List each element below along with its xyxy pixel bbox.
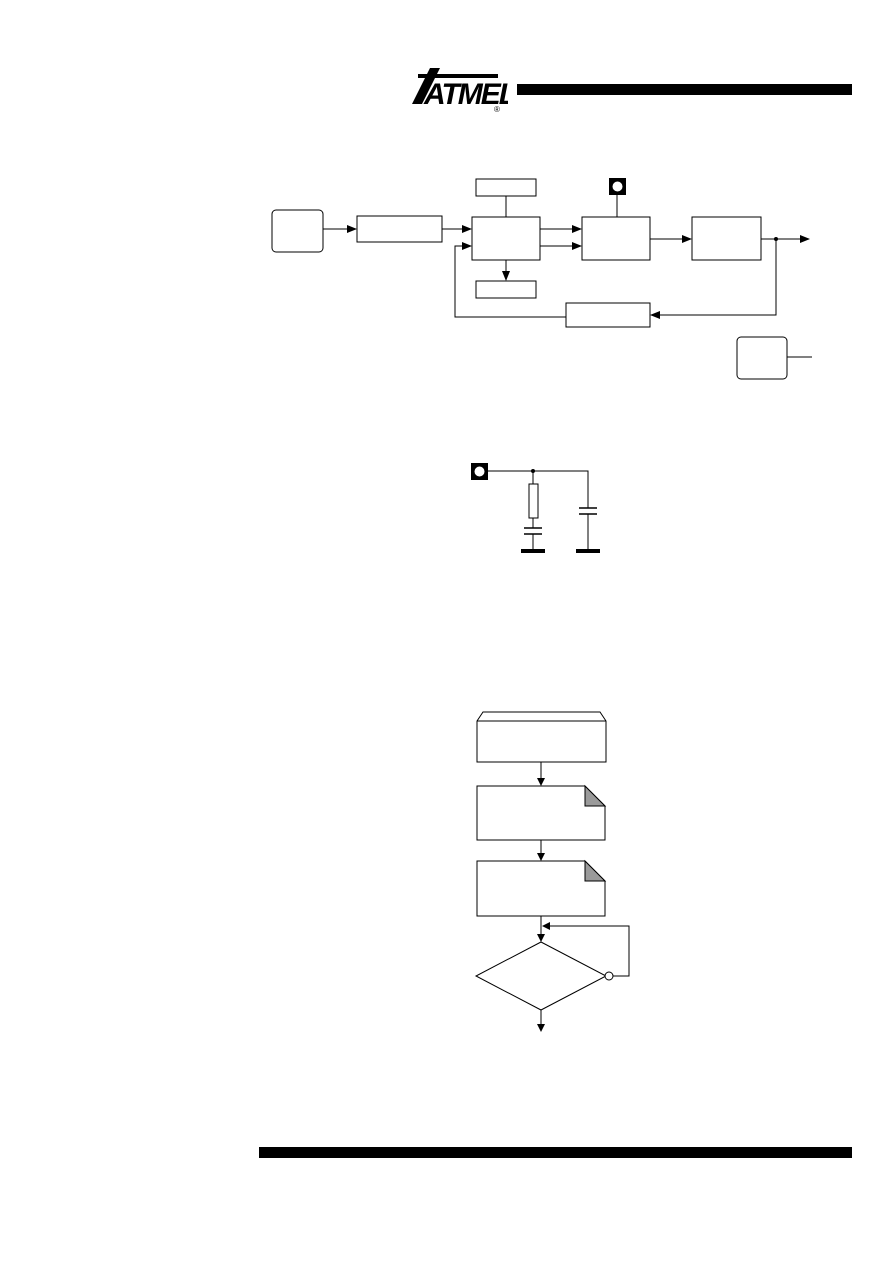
feedback-path-down	[650, 239, 777, 319]
output-junction	[774, 237, 778, 241]
flow-document-block-2	[476, 859, 607, 917]
side-label-block	[736, 336, 788, 380]
atmel-logo: ATMEL ®	[412, 68, 508, 114]
flow-no-branch-marker	[604, 971, 614, 981]
feedback-path-return	[454, 242, 566, 318]
header-rule	[517, 84, 852, 95]
pin-terminal-icon	[609, 178, 626, 195]
rc-filter-schematic	[471, 463, 600, 553]
registered-mark: ®	[494, 105, 500, 114]
logo-mark: ATMEL	[412, 68, 508, 111]
ground-symbol-2	[576, 549, 600, 553]
footer-rule	[259, 1147, 852, 1158]
flowchart	[474, 711, 630, 1032]
flow-decision-diamond	[474, 941, 608, 1011]
block-diagram	[271, 178, 812, 380]
input-source-block	[271, 209, 324, 253]
input-stage-block	[356, 215, 443, 243]
ground-symbol-1	[521, 549, 545, 553]
logo-text: ATMEL	[423, 78, 508, 111]
bottom-output-block	[475, 280, 537, 299]
flow-loop-back	[542, 922, 630, 977]
filter-block	[581, 216, 651, 261]
flow-start-block	[476, 711, 607, 763]
filter-top-rail	[488, 470, 589, 508]
filter-junction	[531, 469, 535, 473]
control-block	[471, 216, 541, 261]
flow-document-block-1	[476, 784, 607, 841]
filter-pin-icon	[471, 463, 488, 480]
